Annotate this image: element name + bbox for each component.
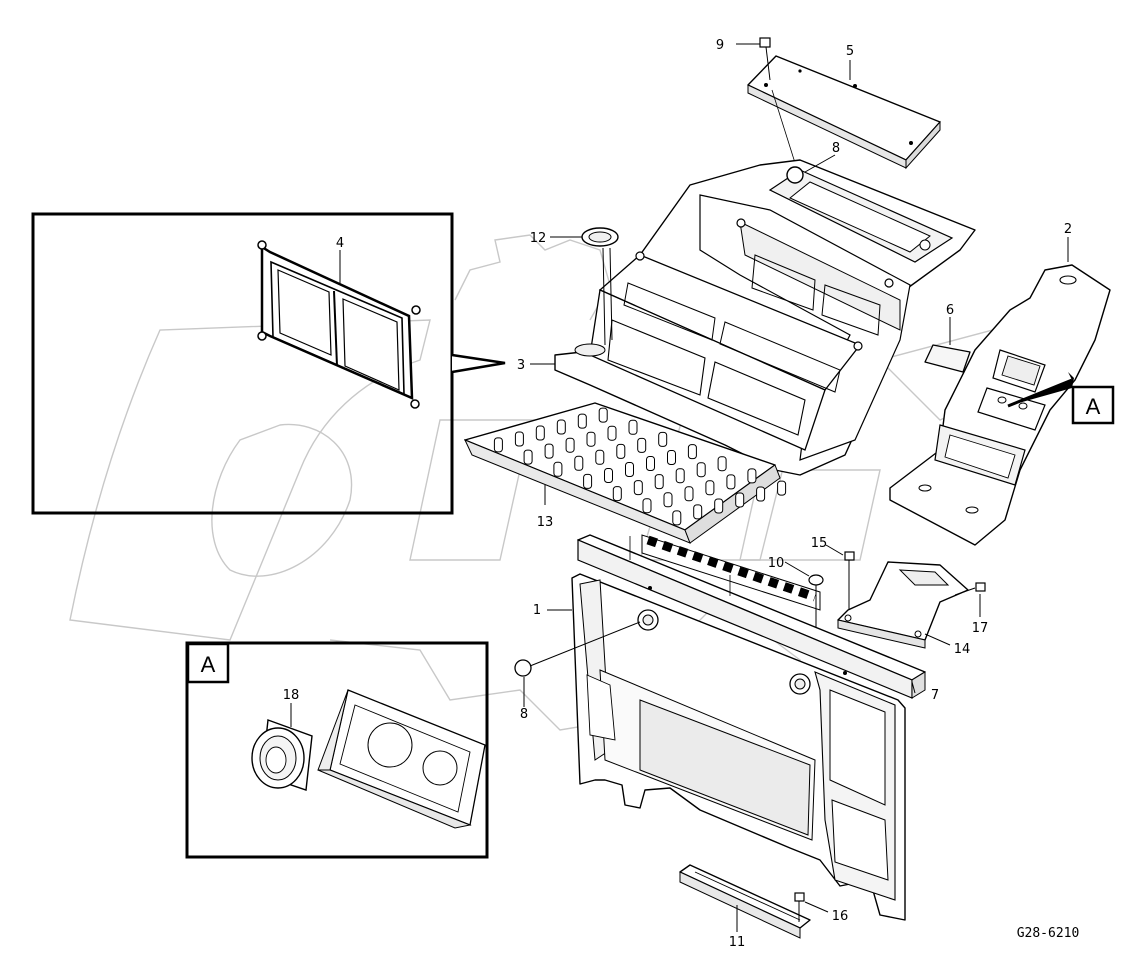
mat-stud — [696, 462, 706, 478]
mat-stud — [595, 449, 605, 465]
mat-stud — [574, 455, 584, 471]
mat-stud — [735, 492, 745, 508]
label-part-10: 9 — [716, 38, 724, 53]
bracket-part-14 — [837, 561, 969, 649]
leader-lines — [523, 43, 1069, 932]
mat-stud — [565, 437, 575, 453]
mat-stud — [658, 431, 668, 447]
mat-stud — [598, 407, 608, 423]
mat-stud — [693, 504, 703, 520]
cup-holder-part-12 — [581, 227, 619, 346]
label-part-8-bottom: 8 — [520, 707, 528, 722]
mat-stud — [663, 492, 673, 508]
label-part-13: 13 — [537, 515, 554, 530]
label-part-18: 18 — [283, 688, 300, 703]
label-part-7: 7 — [931, 688, 939, 703]
mat-stud — [577, 413, 587, 429]
connector-part-18 — [251, 719, 313, 791]
mat-stud — [667, 450, 676, 465]
bolt-part-15 — [844, 551, 855, 610]
label-part-3: 3 — [517, 358, 525, 373]
mat-stud — [637, 437, 647, 453]
mat-stud — [672, 510, 682, 526]
label-part-5: 5 — [846, 44, 854, 59]
mat-stud — [687, 444, 697, 460]
label-part-15: 15 — [811, 536, 828, 551]
strip-part-7 — [577, 534, 926, 699]
rail-part-11 — [679, 864, 811, 939]
mat-stud — [493, 437, 503, 453]
drawing-code: G28-6210 — [1017, 926, 1080, 941]
mat-stud — [535, 425, 545, 441]
mat-stud — [633, 480, 643, 496]
label-part-12: 12 — [530, 231, 547, 246]
mat-studs — [493, 407, 787, 526]
mat-stud — [654, 474, 664, 490]
mat-stud — [604, 468, 613, 483]
callout-a-right: A — [1007, 372, 1115, 425]
floor-mat-part-13 — [464, 402, 787, 544]
mat-stud — [684, 486, 694, 502]
mat-stud — [625, 462, 634, 477]
mat-stud — [628, 419, 638, 435]
mat-stud — [747, 468, 757, 484]
knob-part-9 — [808, 574, 824, 628]
grommet-part-8-lower — [514, 621, 641, 677]
detail-a-letter: A — [201, 652, 216, 677]
label-part-1: 1 — [533, 603, 541, 618]
mat-stud — [544, 443, 554, 459]
label-part-16: 16 — [832, 909, 849, 924]
detail-box-a: A — [185, 641, 489, 859]
mat-stud — [642, 498, 652, 514]
console-housing-part-3 — [554, 159, 976, 476]
label-part-11: 11 — [729, 935, 746, 950]
mat-stud — [607, 425, 617, 441]
mat-stud — [612, 486, 622, 502]
callout-a-right-letter: A — [1086, 394, 1101, 419]
label-part-6: 6 — [946, 303, 954, 318]
mat-stud — [756, 486, 766, 502]
label-part-8-top: 8 — [832, 141, 840, 156]
bolt-part-17 — [954, 582, 986, 596]
mat-stud — [583, 473, 593, 489]
mat-stud — [523, 449, 533, 465]
mat-stud — [777, 480, 787, 496]
label-part-4: 4 — [336, 236, 344, 251]
mat-stud — [616, 443, 626, 459]
label-part-14: 14 — [954, 642, 971, 657]
mat-stud — [705, 480, 715, 496]
label-part-9: 10 — [768, 556, 785, 571]
back-panel-part-1 — [571, 573, 906, 921]
mat-stud — [556, 419, 566, 435]
mat-stud — [726, 474, 736, 490]
cover-plate-part-5 — [747, 55, 941, 170]
mat-stud — [675, 468, 685, 484]
screw-part-16 — [794, 892, 805, 922]
mat-stud — [553, 461, 563, 477]
mat-stud — [514, 431, 524, 447]
pad-part-6 — [924, 344, 971, 373]
screw-part-10 — [759, 37, 771, 81]
part-labels: 9 5 8 12 2 4 6 3 13 15 10 1 17 14 7 18 8… — [283, 38, 1072, 950]
label-part-2: 2 — [1064, 222, 1072, 237]
label-part-17: 17 — [972, 621, 989, 636]
mat-stud — [714, 498, 724, 514]
side-panel-part-2 — [889, 264, 1111, 546]
mesh-plate-part-4 — [257, 240, 421, 409]
mat-stud — [717, 456, 727, 472]
mat-stud — [646, 456, 655, 471]
detail-box-part-4 — [31, 212, 506, 515]
mat-stud — [586, 431, 596, 447]
